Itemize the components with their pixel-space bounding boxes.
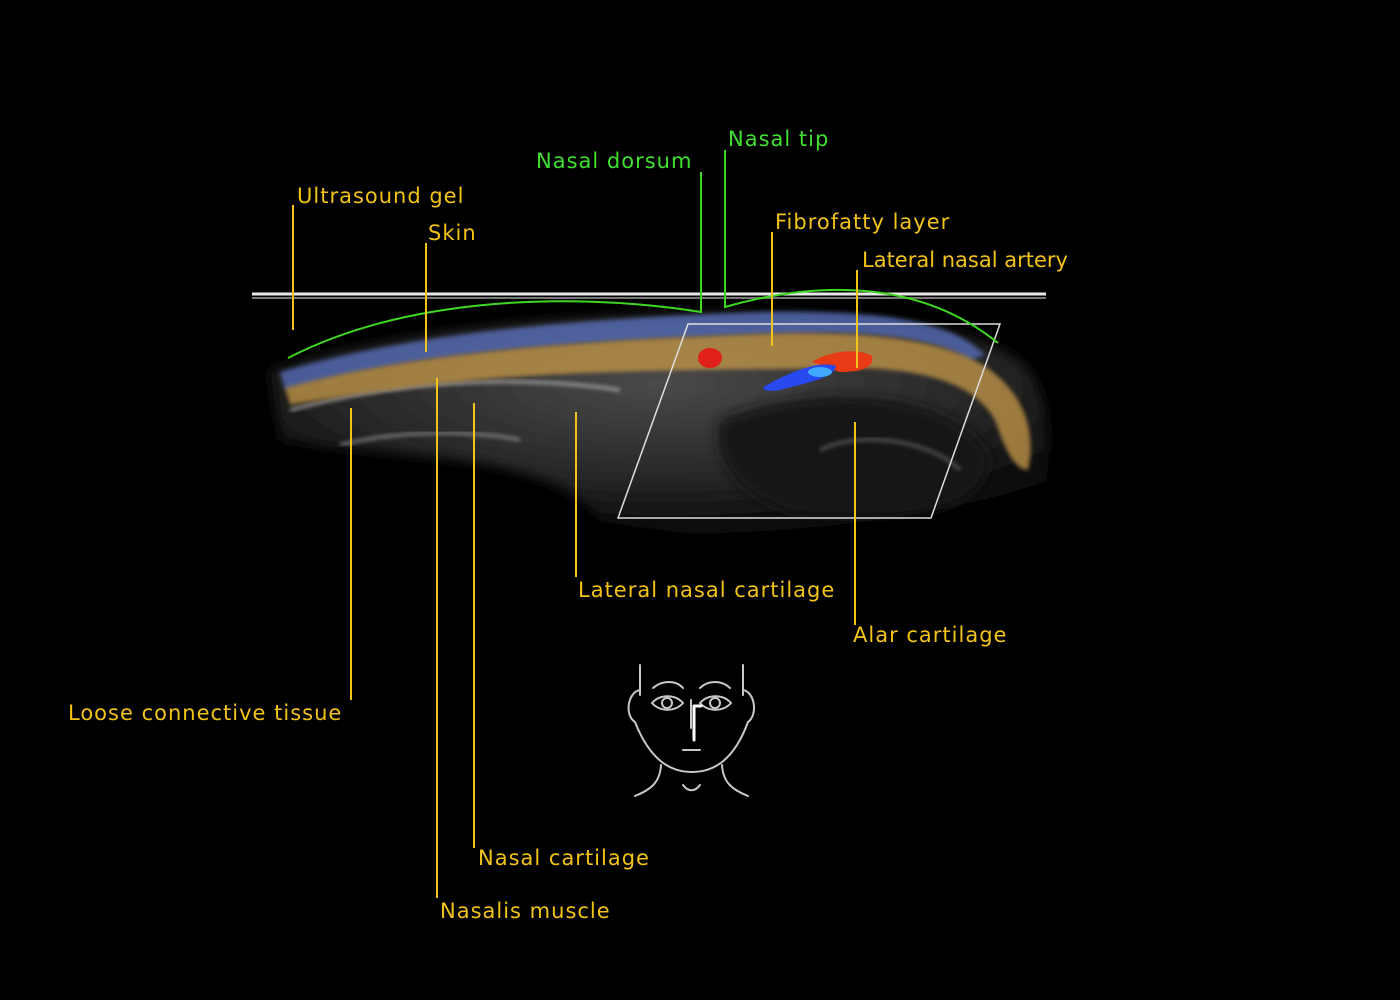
label-fibrofatty-layer: Fibrofatty layer (775, 210, 951, 234)
doppler-flow-lightblue (808, 367, 832, 377)
echo-line (819, 438, 962, 472)
color-doppler-box (616, 323, 1002, 519)
nasal-tip-outline (724, 150, 999, 344)
label-nasal-dorsum: Nasal dorsum (536, 149, 693, 173)
leader-lines (292, 205, 858, 898)
nasal-dorsum-outline (287, 172, 702, 359)
label-lateral-nasal-artery: Lateral nasal artery (862, 248, 1068, 272)
doppler-flow-red (698, 348, 722, 368)
label-nasal-cartilage: Nasal cartilage (478, 846, 650, 870)
label-nasalis-muscle: Nasalis muscle (440, 899, 611, 923)
skin-layer (280, 311, 985, 390)
label-ultrasound-gel: Ultrasound gel (297, 184, 465, 208)
echo-line (289, 380, 621, 412)
label-loose-connective-tissue: Loose connective tissue (68, 701, 343, 725)
label-alar-cartilage: Alar cartilage (853, 623, 1008, 647)
label-nasal-tip: Nasal tip (728, 127, 830, 151)
face-with-probe-icon (627, 664, 755, 797)
echo-line (339, 431, 521, 447)
label-skin: Skin (428, 221, 477, 245)
label-lateral-nasal-cartilage: Lateral nasal cartilage (578, 578, 836, 602)
